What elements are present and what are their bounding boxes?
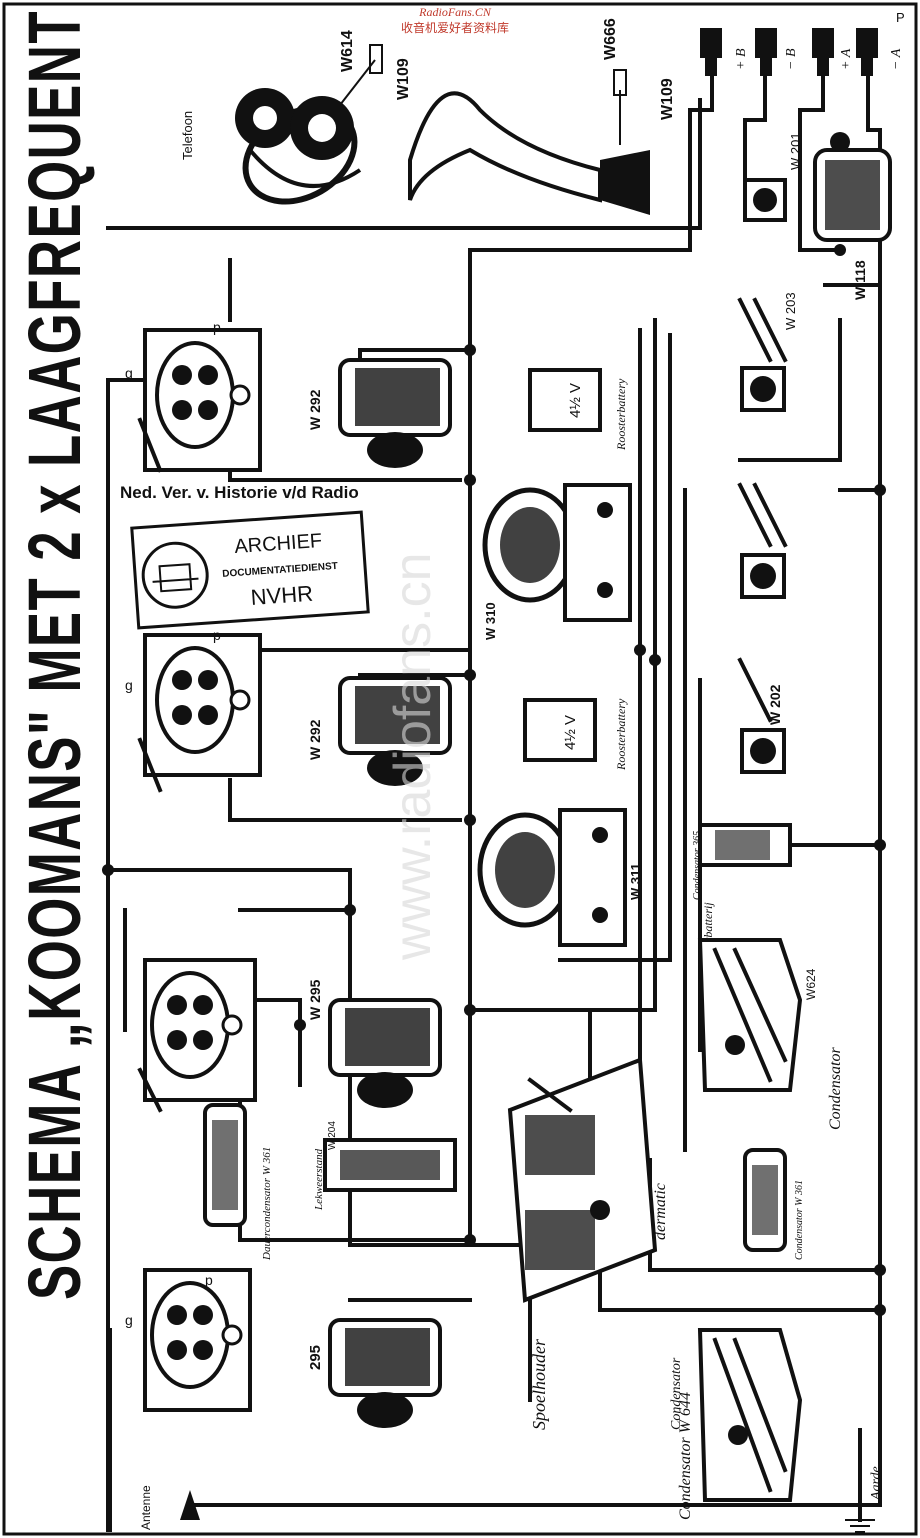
condensator-w361-right: Condensator W 361: [743, 1148, 805, 1260]
label-w666: W666: [602, 18, 619, 60]
label-295-bottom: 295: [307, 1345, 324, 1370]
label-dauercondensator: Dauercondensator W 361: [261, 1147, 273, 1261]
stamp-nvhr: NVHR: [250, 581, 314, 610]
label-w310: W 310: [483, 602, 498, 640]
stamp-org-line: Ned. Ver. v. Historie v/d Radio: [120, 483, 359, 502]
jack-w203: W 203: [737, 292, 798, 412]
label-w109-a: W109: [395, 58, 412, 100]
archive-stamp: Ned. Ver. v. Historie v/d Radio ARCHIEF …: [120, 483, 370, 630]
condensator-dauer: Dauercondensator W 361: [203, 1103, 273, 1261]
label-plus-b: + B: [734, 48, 749, 70]
label-w311: W 311: [628, 863, 643, 900]
label-w614: W614: [339, 30, 356, 72]
label-w201: W 201: [788, 132, 803, 170]
label-w292-mid: W 292: [307, 719, 323, 760]
rheostat-w118: W 118: [813, 132, 892, 300]
jack-w201: W 201: [743, 132, 803, 222]
watermark-site: RadioFans.CN: [418, 5, 492, 19]
terminal-plus-b: [700, 28, 722, 76]
label-g-4: g: [125, 1312, 133, 1328]
antenna-terminal: Antenne: [139, 1485, 200, 1530]
terminal-minus-a: [856, 28, 878, 76]
label-minus-b: − B: [784, 48, 799, 70]
label-batt-2: 4½ V: [562, 715, 579, 750]
label-w202-jack: W 202: [767, 684, 783, 725]
label-condensator-2: Condensator: [669, 1357, 684, 1430]
stamp-logo-icon: [141, 541, 209, 609]
background-watermark: www.radiofans.cn: [384, 552, 442, 961]
rheostat-w292-mid: W 292: [307, 676, 452, 786]
label-w295: W 295: [307, 979, 323, 1020]
label-roosterbattery-2: Roosterbattery: [614, 698, 628, 771]
label-aarde: Aarde: [869, 1466, 884, 1501]
label-p-1: p: [213, 319, 221, 335]
label-roosterbattery-1: Roosterbattery: [614, 378, 628, 451]
rheostat-295-bottom: 295: [307, 1318, 442, 1428]
label-p-4: p: [205, 1272, 213, 1288]
dermatic-coil-holder: dermatic Spoelhouder: [507, 1057, 669, 1430]
watermark-cn: 收音机爱好者资料库: [401, 20, 509, 35]
transformer-w311: W 311: [477, 808, 643, 947]
page-title: SCHEMA „KOOMANS" MET 2 x LAAGFREQUENT: [13, 10, 96, 1300]
label-minus-a: − A: [889, 48, 904, 70]
label-g-2: g: [125, 677, 133, 693]
valve-socket-2: g p: [125, 627, 262, 793]
variable-condensator-w644: Condensator W 644 Condensator: [669, 1328, 803, 1520]
label-antenne: Antenne: [139, 1485, 153, 1530]
label-g-1: g: [125, 365, 133, 381]
label-lekweerstand: Lekweerstand: [313, 1148, 325, 1211]
jack-w202-b: W 202: [737, 657, 786, 774]
label-w118: W 118: [852, 260, 868, 300]
grid-battery-1: 4½ V Roosterbattery: [528, 368, 628, 451]
label-w203: W 203: [783, 292, 798, 330]
headphones-icon: Telefoon W614 W109: [180, 30, 412, 205]
junction-dots: [102, 244, 886, 1316]
variable-condensator-w624: W624 Condensator: [697, 938, 844, 1130]
valve-socket-3: [137, 958, 257, 1113]
terminal-minus-b: [755, 28, 777, 76]
corner-mark: P: [896, 10, 905, 25]
earth-terminal: Aarde: [845, 1466, 884, 1533]
title-block: SCHEMA „KOOMANS" MET 2 x LAAGFREQUENT: [13, 10, 96, 1300]
transformer-w310: W 310: [482, 483, 632, 640]
label-batt-1: 4½ V: [567, 383, 584, 418]
label-condensator-w644: Condensator W 644: [677, 1392, 694, 1520]
grid-battery-2: 4½ V Roosterbattery: [523, 698, 628, 771]
horn-speaker-icon: W666 W109: [408, 18, 676, 215]
label-w109-b: W109: [659, 78, 676, 120]
valve-socket-1: g p: [125, 319, 262, 473]
label-condensator-1: Condensator: [827, 1047, 844, 1130]
valve-socket-4: g p: [125, 1268, 252, 1412]
rheostat-w292-top: W 292: [307, 358, 452, 468]
label-w624: W624: [804, 968, 818, 1000]
label-w204: W 204: [327, 1121, 338, 1150]
label-w292-top: W 292: [307, 389, 323, 430]
grid-leak-w204: Lekweerstand W 204: [313, 1121, 457, 1211]
label-plus-a: + A: [839, 48, 854, 70]
label-dermatic: dermatic: [652, 1183, 669, 1240]
rheostat-w295: W 295: [307, 979, 442, 1108]
jack-w202-a: [737, 482, 788, 599]
label-spoelhouder: Spoelhouder: [529, 1338, 549, 1430]
battery-terminals: + B − B + A − A P: [700, 10, 905, 76]
label-condensator-w361: Condensator W 361: [794, 1180, 805, 1260]
terminal-plus-a: [812, 28, 834, 76]
label-p-2: p: [213, 627, 221, 643]
label-condensator-365: Condensator 365: [692, 831, 703, 900]
label-telefoon: Telefoon: [180, 111, 195, 160]
